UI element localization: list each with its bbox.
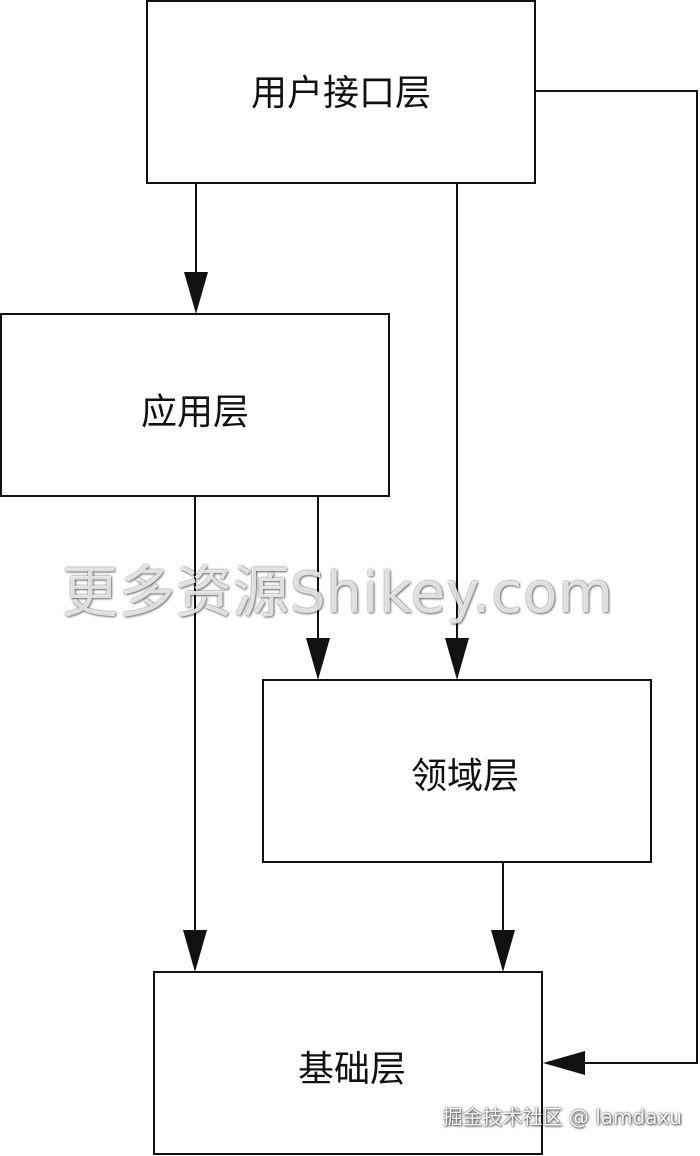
node-application-layer-box — [0, 313, 390, 497]
node-infrastructure-layer-label: 基础层 — [298, 1049, 406, 1090]
edges — [183, 90, 698, 1075]
arrowhead-ui-to-app — [184, 272, 208, 314]
node-domain-layer-label: 领域层 — [411, 756, 519, 797]
node-application-layer-label: 应用层 — [141, 392, 249, 433]
node-infrastructure-layer: 基础层 — [153, 971, 543, 1155]
node-application-layer: 应用层 — [0, 313, 390, 497]
node-ui-layer: 用户接口层 — [146, 0, 536, 184]
edge-ui-to-infra — [535, 90, 698, 1064]
arrowhead-ui-to-domain — [445, 638, 469, 680]
node-domain-layer: 领域层 — [262, 679, 652, 863]
arrowhead-app-to-domain — [306, 638, 330, 680]
watermark-credit-text: 掘金技术社区 @ lamdaxu — [442, 1105, 682, 1129]
arrowhead-domain-to-infra — [491, 930, 515, 972]
watermark-main-text: 更多资源Shikey.com — [62, 561, 615, 626]
arrowhead-ui-to-infra — [543, 1051, 585, 1075]
arrowhead-app-to-infra — [183, 930, 207, 972]
node-domain-layer-box — [262, 679, 652, 863]
node-infrastructure-layer-box — [153, 971, 543, 1155]
node-ui-layer-label: 用户接口层 — [251, 73, 431, 114]
node-ui-layer-box — [146, 0, 536, 184]
